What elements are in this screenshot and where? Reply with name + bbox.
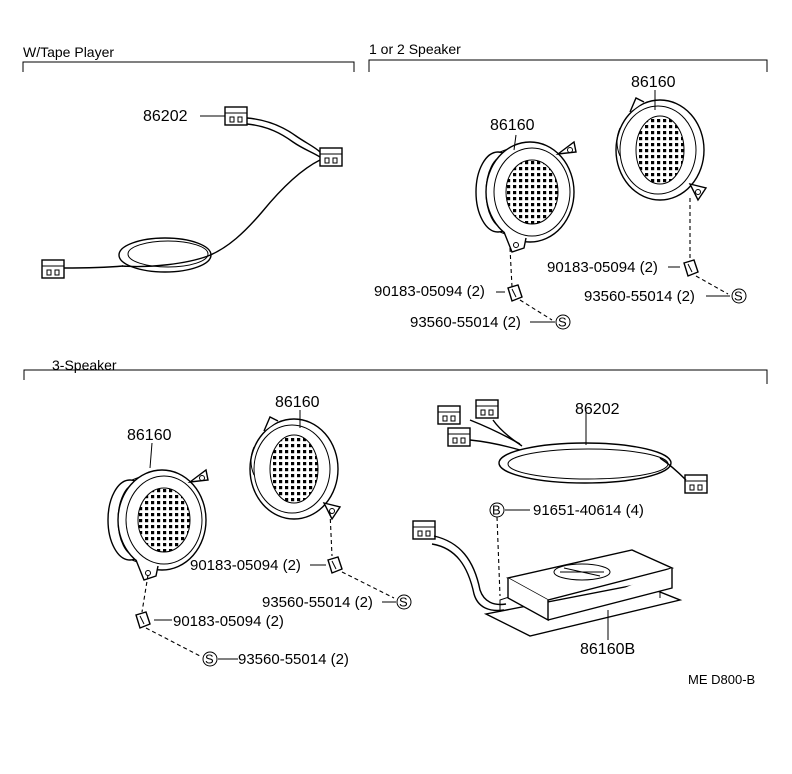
nut-a bbox=[507, 284, 523, 302]
screw-b-icon bbox=[731, 288, 747, 304]
part-number-speaker-b: 86160 bbox=[631, 74, 676, 91]
part-number-nut-b: 90183-05094 (2) bbox=[547, 259, 658, 276]
part-number-bolt: 91651-40614 (4) bbox=[533, 502, 644, 519]
part-number-screw-d: 93560-55014 (2) bbox=[262, 594, 373, 611]
part-number-speaker-a: 86160 bbox=[490, 117, 535, 134]
section-title-tape: W/Tape Player bbox=[23, 44, 114, 60]
screw-a-icon bbox=[555, 314, 571, 330]
svg-text:S: S bbox=[734, 289, 743, 304]
part-number-speaker-c: 86160 bbox=[127, 427, 172, 444]
reference-code: ME D800-B bbox=[688, 672, 755, 687]
svg-text:B: B bbox=[492, 503, 501, 518]
tape-wire-harness bbox=[41, 106, 343, 279]
amplifier-unit bbox=[412, 520, 683, 637]
part-number-amplifier: 86160B bbox=[580, 641, 635, 658]
nut-d bbox=[327, 556, 343, 574]
part-number-harness-tape: 86202 bbox=[143, 108, 188, 125]
svg-text:S: S bbox=[399, 595, 408, 610]
section-title-one-two: 1 or 2 Speaker bbox=[369, 41, 461, 57]
part-number-screw-c: 93560-55014 (2) bbox=[238, 651, 349, 668]
part-number-speaker-d: 86160 bbox=[275, 394, 320, 411]
part-number-harness-three: 86202 bbox=[575, 401, 620, 418]
svg-text:S: S bbox=[558, 315, 567, 330]
part-number-nut-a: 90183-05094 (2) bbox=[374, 283, 485, 300]
three-speaker-wire-harness bbox=[437, 399, 708, 494]
speaker-a bbox=[475, 141, 577, 253]
section-bracket-three bbox=[23, 369, 768, 384]
speaker-b bbox=[615, 97, 707, 201]
nut-b bbox=[683, 259, 699, 277]
nut-c bbox=[135, 611, 151, 629]
screw-d-icon bbox=[396, 594, 412, 610]
section-title-three: 3-Speaker bbox=[52, 357, 117, 373]
part-number-nut-d: 90183-05094 (2) bbox=[190, 557, 301, 574]
screw-c-icon bbox=[202, 651, 218, 667]
part-number-screw-b: 93560-55014 (2) bbox=[584, 288, 695, 305]
section-bracket-one-two bbox=[368, 59, 768, 72]
section-bracket-tape bbox=[22, 61, 355, 72]
svg-text:S: S bbox=[205, 652, 214, 667]
part-number-screw-a: 93560-55014 (2) bbox=[410, 314, 521, 331]
part-number-nut-c: 90183-05094 (2) bbox=[173, 613, 284, 630]
speaker-d bbox=[249, 416, 341, 520]
